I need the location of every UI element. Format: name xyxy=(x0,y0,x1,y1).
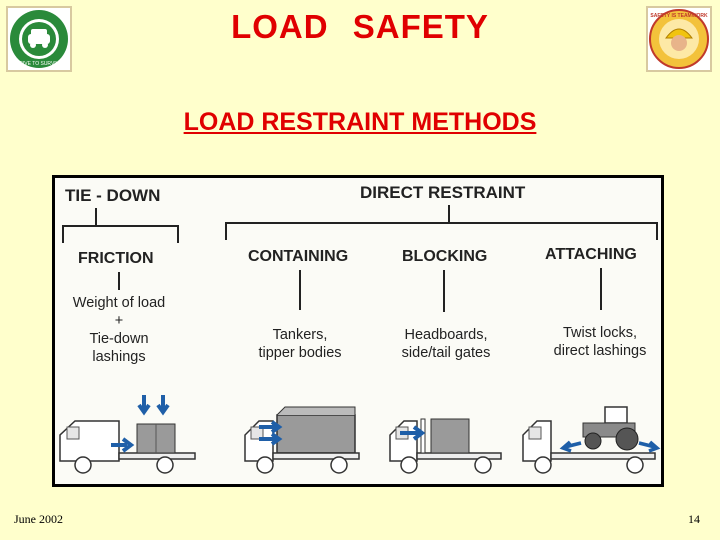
bracket-line xyxy=(225,222,658,224)
bracket-line xyxy=(62,225,179,227)
bracket-line xyxy=(656,222,658,240)
group-direct-restraint: DIRECT RESTRAINT xyxy=(360,183,526,202)
slide-title: LOAD SAFETY xyxy=(231,8,489,45)
drive-to-survive-logo: DRIVE TO SURVIVE xyxy=(6,6,72,72)
slide-subtitle: LOAD RESTRAINT METHODS xyxy=(183,108,537,136)
svg-text:SAFETY IS TEAMWORK: SAFETY IS TEAMWORK xyxy=(650,13,708,19)
blocking-truck-icon xyxy=(389,418,502,474)
blocking-description: Headboards, side/tail gates xyxy=(401,327,491,361)
load-restraint-diagram: TIE - DOWN DIRECT RESTRAINT FRICTION CON… xyxy=(52,175,664,487)
method-blocking: BLOCKING xyxy=(402,248,488,265)
bracket-line xyxy=(177,225,179,243)
bracket-line xyxy=(62,225,64,243)
bracket-line xyxy=(225,222,227,240)
attaching-truck-icon xyxy=(522,406,661,474)
method-attaching: ATTACHING xyxy=(545,246,637,263)
method-friction: FRICTION xyxy=(78,250,154,267)
connector-line xyxy=(448,205,450,223)
page-number: 14 xyxy=(688,512,700,526)
friction-truck-icon xyxy=(59,395,196,474)
group-tie-down: TIE - DOWN xyxy=(65,186,161,205)
connector-line xyxy=(443,270,445,312)
connector-line xyxy=(118,272,120,290)
safety-is-teamwork-logo: SAFETY IS TEAMWORK xyxy=(646,6,712,72)
safety-is-teamwork-icon: SAFETY IS TEAMWORK xyxy=(649,9,709,69)
friction-description: Weight of load + Tie-down lashings xyxy=(72,295,166,365)
footer-date: June 2002 xyxy=(14,512,63,526)
containing-truck-icon xyxy=(244,406,360,474)
connector-line xyxy=(95,208,97,226)
containing-description: Tankers, tipper bodies xyxy=(258,327,342,361)
method-containing: CONTAINING xyxy=(248,248,349,265)
attaching-description: Twist locks, direct lashings xyxy=(553,325,647,359)
svg-text:DRIVE TO SURVIVE: DRIVE TO SURVIVE xyxy=(16,61,63,67)
truck-illustrations xyxy=(59,395,661,474)
drive-to-survive-icon: DRIVE TO SURVIVE xyxy=(10,10,68,68)
connector-line xyxy=(600,268,602,310)
connector-line xyxy=(299,270,301,310)
